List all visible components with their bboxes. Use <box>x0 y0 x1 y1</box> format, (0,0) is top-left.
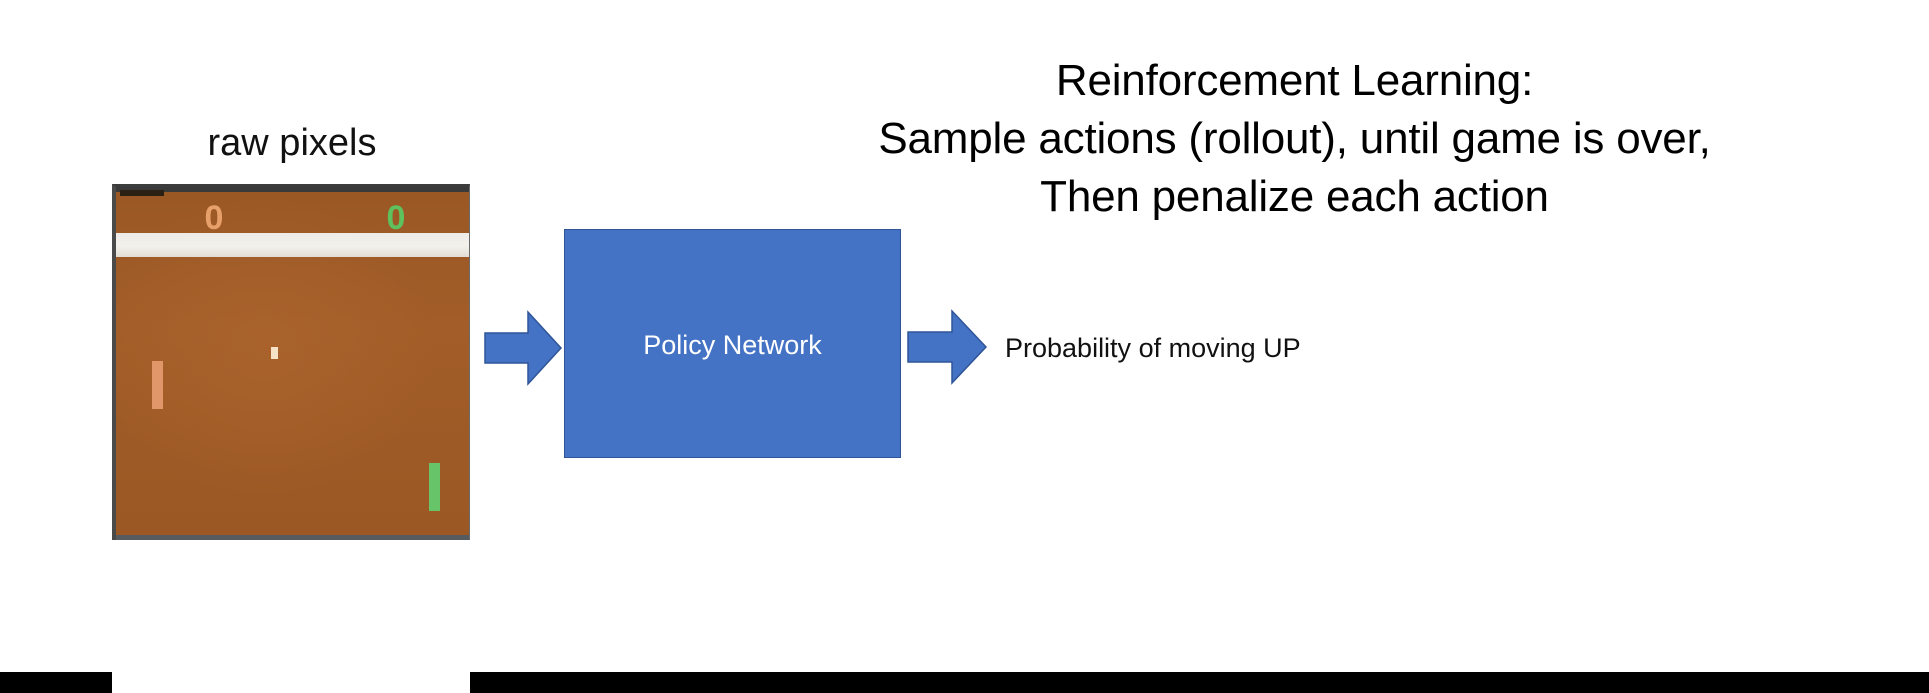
pong-top-border <box>116 187 469 192</box>
paddle-left <box>152 361 163 409</box>
score-right: 0 <box>386 199 406 237</box>
pong-ball <box>271 347 278 359</box>
policy-network-box[interactable]: Policy Network <box>564 229 901 458</box>
pong-game-screenshot: 0 0 <box>112 184 470 540</box>
policy-network-label: Policy Network <box>643 330 822 360</box>
score-left: 0 <box>204 199 224 237</box>
title-line-1: Reinforcement Learning: <box>1055 56 1534 105</box>
raw-pixels-label: raw pixels <box>207 122 377 164</box>
page-title: Reinforcement Learning: Sample actions (… <box>660 52 1929 226</box>
bottom-black-strip-right <box>470 672 1929 693</box>
bottom-black-strip-left <box>0 672 112 693</box>
title-line-2: Sample actions (rollout), until game is … <box>878 114 1711 163</box>
arrow-right-into-policy-network <box>483 310 563 386</box>
output-label: Probability of moving UP <box>1005 333 1301 363</box>
pong-divider-band <box>116 233 469 257</box>
arrow-right-out-of-policy-network <box>906 308 988 386</box>
title-line-3: Then penalize each action <box>1040 172 1549 221</box>
pong-bottom-border <box>116 535 469 540</box>
paddle-right <box>429 463 440 511</box>
pong-top-left-marker <box>120 190 164 196</box>
